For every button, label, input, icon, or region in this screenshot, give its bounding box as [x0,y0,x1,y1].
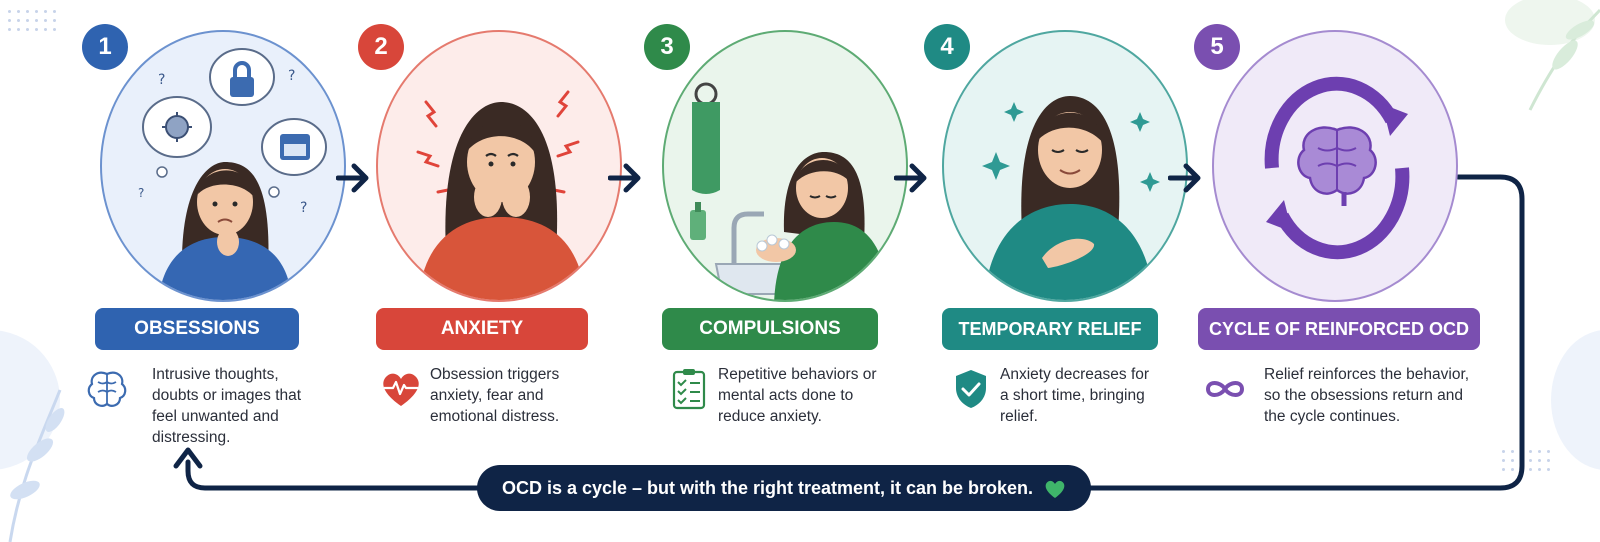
step-title: TEMPORARY RELIEF [942,308,1158,350]
arrow-right-icon [894,163,927,193]
illustration-circle: ? ? ? ? [100,30,346,302]
stove-icon [280,134,310,160]
illustration-circle [942,30,1188,302]
decorative-dot-grid [8,10,56,31]
arrow-right-icon [1168,163,1201,193]
decorative-blob [1551,330,1600,470]
arrow-right-icon [336,163,369,193]
relieved-woman-illustration [982,96,1160,300]
brain-outline-icon [87,371,127,407]
virus-icon [162,112,192,142]
step-cycle-of-reinforced-ocd: 5 CYCLE OF REINFORCED OCD Relief reinfor… [1190,0,1480,542]
footer-text: OCD is a cycle – but with the right trea… [501,478,1034,498]
step-description: Intrusive thoughts, doubts or images tha… [152,366,302,446]
step-temporary-relief: 4 TEMPORARY RELIEF Anxiety decreases for… [920,0,1210,542]
brain-cycle-illustration [1264,76,1410,260]
step-title: ANXIETY [376,308,588,350]
decorative-leaves [0,330,65,542]
step-number-badge: 2 [358,24,404,70]
shield-check-icon [956,370,986,408]
hand-washing-illustration [690,82,890,300]
svg-text:?: ? [288,68,295,84]
green-heart-icon [1045,481,1065,499]
decorative-leaves [1505,0,1600,111]
heart-pulse-icon [383,373,419,406]
footer-banner: OCD is a cycle – but with the right trea… [477,465,1091,511]
step-number-badge: 3 [644,24,690,70]
step-description: Relief reinforces the behavior, so the o… [1264,366,1470,425]
step-anxiety: 2 ANXIETY Obsession triggers anxiety, fe… [354,0,644,542]
step-obsessions: ? ? ? ? 1 OBSESSIONS Intrusive thoughts,… [78,0,368,542]
svg-text:?: ? [138,186,144,200]
svg-text:?: ? [300,200,307,216]
brain-icon [1297,126,1377,206]
step-title: OBSESSIONS [95,308,299,350]
step-title: COMPULSIONS [662,308,878,350]
svg-text:?: ? [158,72,165,88]
anxious-woman-illustration [416,90,586,300]
illustration-circle [662,30,908,302]
step-number-badge: 5 [1194,24,1240,70]
illustration-circle [1212,30,1458,302]
padlock-icon [230,61,254,97]
step-title: CYCLE OF REINFORCED OCD [1198,308,1480,350]
step-compulsions: 3 COMPULSIONS Repetitive behaviors or me… [640,0,930,542]
step-description: Anxiety decreases for a short time, brin… [1000,366,1150,425]
infinity-icon [1205,381,1245,397]
step-description: Obsession triggers anxiety, fear and emo… [430,366,560,425]
step-description: Repetitive behaviors or mental acts done… [718,366,877,425]
worried-woman-illustration: ? ? ? ? [138,48,327,300]
step-number-badge: 1 [82,24,128,70]
checklist-icon [672,369,706,410]
illustration-circle [376,30,622,302]
arrow-right-icon [608,163,641,193]
step-number-badge: 4 [924,24,970,70]
